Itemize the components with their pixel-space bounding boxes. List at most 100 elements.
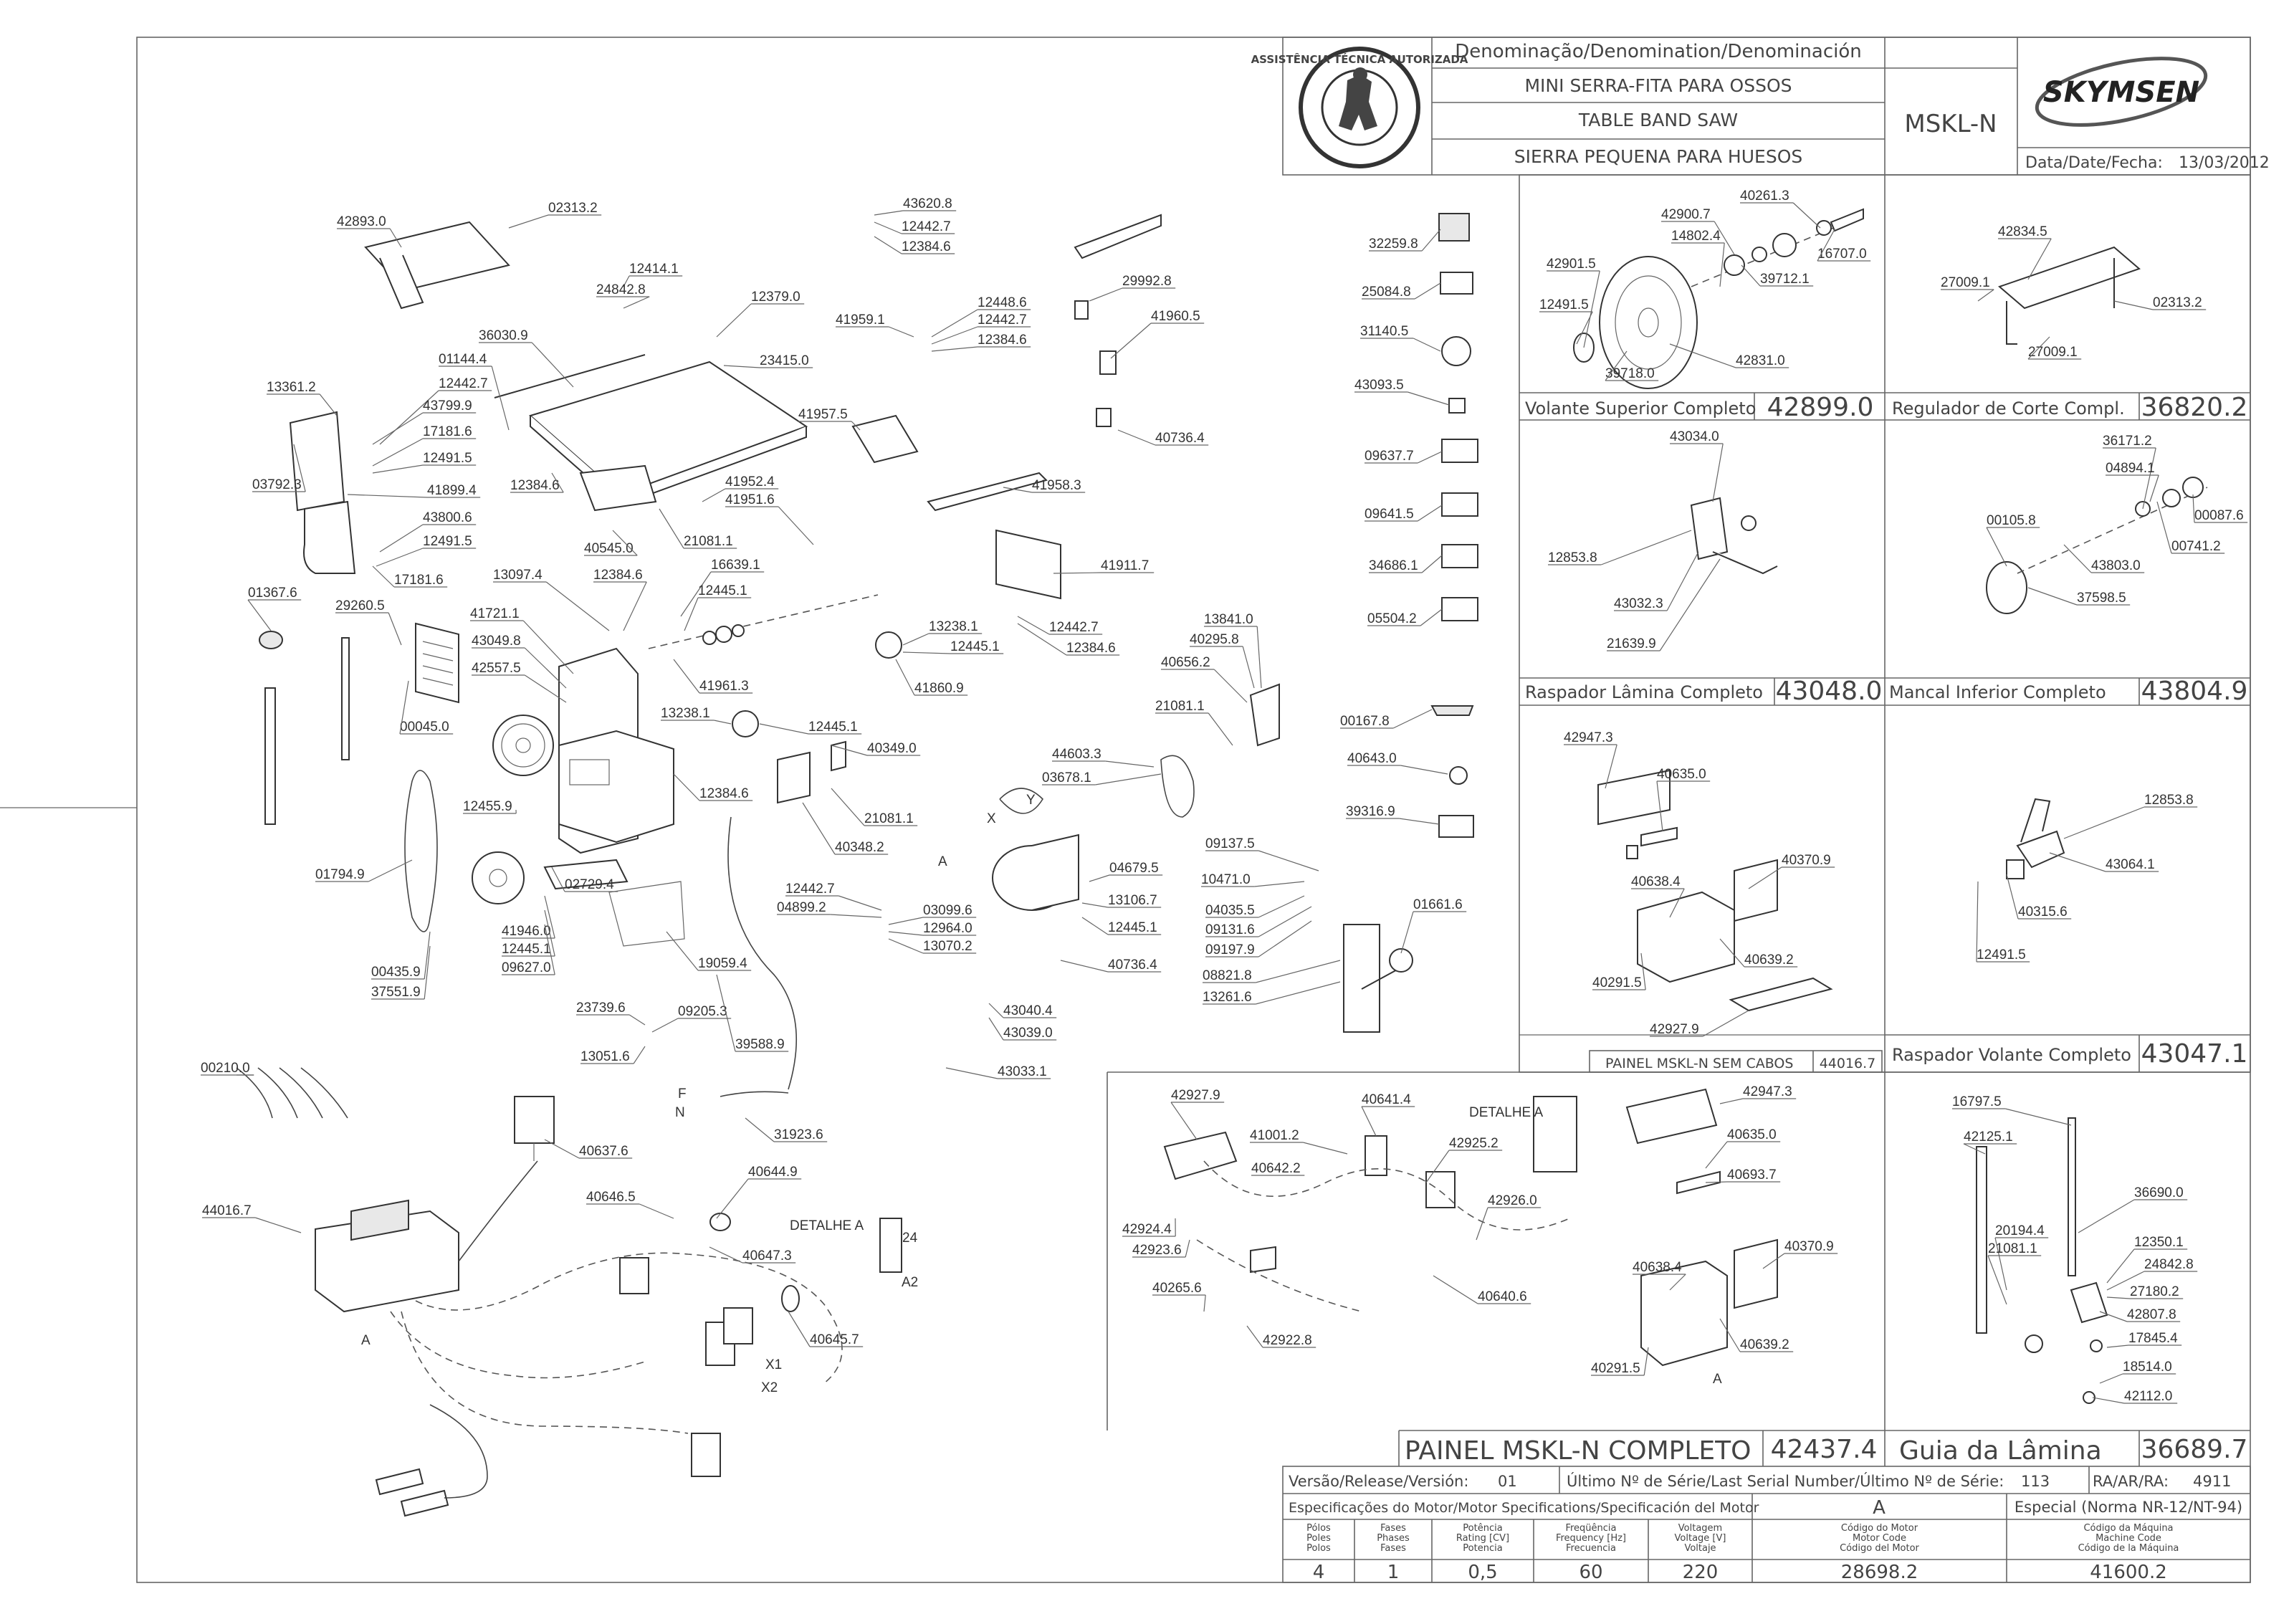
leader-line — [1408, 391, 1450, 406]
detail-a-label: DETALHE A — [790, 1218, 864, 1233]
leader-line — [1669, 343, 1736, 368]
leader-line — [1659, 558, 1721, 651]
part-number-label: 40643.0 — [1347, 751, 1397, 766]
leader-line — [684, 597, 699, 631]
part-number-label: 36030.9 — [479, 328, 528, 343]
spec-column-header: Código do Motor — [1841, 1523, 1918, 1534]
assembly-code-6: 44016.7 — [1820, 1056, 1876, 1071]
product-name-pt: MINI SERRA-FITA PARA OSSOS — [1524, 75, 1792, 96]
leader-line — [2092, 1397, 2125, 1404]
part-number-label: 39588.9 — [735, 1037, 785, 1052]
part-number-label: 43034.0 — [1670, 429, 1719, 444]
spec-column-header: Frequency [Hz] — [1556, 1533, 1626, 1544]
part-number-label: 12491.5 — [1977, 947, 2026, 963]
leader-line — [716, 974, 736, 1052]
leader-line — [831, 788, 865, 826]
part-number-label: 16797.5 — [1952, 1094, 2002, 1109]
leader-line — [1986, 527, 2007, 567]
part-number-label: 04899.2 — [777, 900, 826, 915]
part-number-label: 12853.8 — [1548, 550, 1597, 565]
part-number-label: 39316.9 — [1346, 804, 1395, 819]
leader-line — [673, 773, 700, 801]
leader-line — [376, 548, 424, 567]
part-number-label: 43040.4 — [1003, 1003, 1053, 1018]
part-number-label: 12853.8 — [2144, 793, 2194, 808]
assembly-code-5: 43047.1 — [2141, 1039, 2248, 1069]
ra-value: 4911 — [2193, 1473, 2231, 1490]
leader-line — [2149, 474, 2159, 502]
leader-line — [716, 303, 752, 338]
leader-line — [716, 1178, 749, 1219]
spec-column-value: 28698.2 — [1841, 1562, 1918, 1583]
leader-line — [319, 393, 338, 416]
part-number-label: 13106.7 — [1108, 893, 1157, 908]
leader-line — [931, 346, 978, 352]
part-number-label: 42807.8 — [2127, 1307, 2176, 1322]
leader-line — [293, 444, 306, 492]
part-number-label: 40647.3 — [742, 1248, 792, 1264]
leader-line — [368, 859, 413, 882]
motor-spec-label: Especificações do Motor/Motor Specificat… — [1289, 1500, 1759, 1516]
part-number-label: 40349.0 — [867, 741, 917, 756]
label-f: F — [678, 1086, 687, 1102]
spec-column-header: Voltage [V] — [1675, 1533, 1726, 1544]
leader-line — [1017, 616, 1050, 635]
part-number-label: 21081.1 — [684, 534, 733, 549]
leader-line — [1417, 505, 1443, 522]
part-number-label: 42557.5 — [472, 661, 521, 676]
leader-line — [1817, 229, 1835, 262]
leader-line — [2063, 806, 2145, 839]
part-number-label: 21081.1 — [1988, 1241, 2037, 1256]
part-number-label: 13070.2 — [923, 939, 972, 954]
leader-line — [1256, 626, 1262, 689]
part-number-label: 43064.1 — [2106, 857, 2155, 872]
leader-line — [1666, 551, 1699, 611]
leader-line — [1421, 555, 1443, 573]
part-number-label: 42112.0 — [2124, 1389, 2172, 1404]
leader-line — [888, 931, 924, 936]
leader-line — [2099, 1311, 2128, 1322]
part-number-label: 31140.5 — [1360, 324, 1408, 339]
product-name-en: TABLE BAND SAW — [1578, 110, 1738, 130]
part-number-label: 42834.5 — [1998, 224, 2047, 239]
leader-line — [895, 659, 915, 696]
leader-line — [1792, 202, 1821, 229]
part-number-label: 41946.0 — [502, 924, 551, 939]
part-number-label: 37598.5 — [2077, 591, 2126, 606]
part-number-label: 02313.2 — [2153, 295, 2202, 310]
part-number-label: 03792.3 — [252, 477, 302, 492]
leader-line — [838, 895, 882, 911]
leader-line — [1203, 1294, 1206, 1312]
leader-line — [1643, 1347, 1649, 1376]
part-number-label: 37551.9 — [371, 985, 421, 1000]
part-number-label: 40644.9 — [748, 1165, 798, 1180]
leader-line — [424, 945, 431, 1000]
part-number-label: 12442.7 — [439, 376, 488, 391]
part-number-label: 40261.3 — [1740, 188, 1789, 204]
part-number-label: 13051.6 — [580, 1049, 630, 1064]
part-number-label: 43620.8 — [903, 196, 952, 211]
leader-line — [1712, 443, 1724, 502]
leader-line — [931, 326, 978, 345]
part-number-label: 43032.3 — [1614, 596, 1663, 611]
part-number-label: 40370.9 — [1782, 853, 1831, 868]
part-number-label: 41958.3 — [1032, 478, 1081, 493]
special-label: Especial (Norma NR-12/NT-94) — [2015, 1499, 2242, 1516]
leader-line — [388, 612, 402, 646]
spec-column-header: Código da Máquina — [2083, 1523, 2173, 1534]
part-number-label: 27009.1 — [1941, 275, 1990, 290]
part-number-label: 13261.6 — [1203, 990, 1252, 1005]
assembly-code-8: 36689.7 — [2141, 1435, 2248, 1464]
leader-line — [545, 581, 610, 631]
drawing-date: 13/03/2012 — [2179, 154, 2270, 172]
part-number-label: 12384.6 — [699, 786, 749, 801]
leader-line — [2113, 300, 2154, 310]
leader-line — [1977, 289, 1994, 302]
part-number-label: 41001.2 — [1250, 1128, 1299, 1143]
leader-line — [612, 530, 638, 556]
leader-line — [1399, 818, 1440, 825]
leader-line — [1719, 938, 1745, 968]
part-number-label: 32259.8 — [1369, 237, 1418, 252]
part-number-label: 09205.3 — [678, 1004, 727, 1019]
